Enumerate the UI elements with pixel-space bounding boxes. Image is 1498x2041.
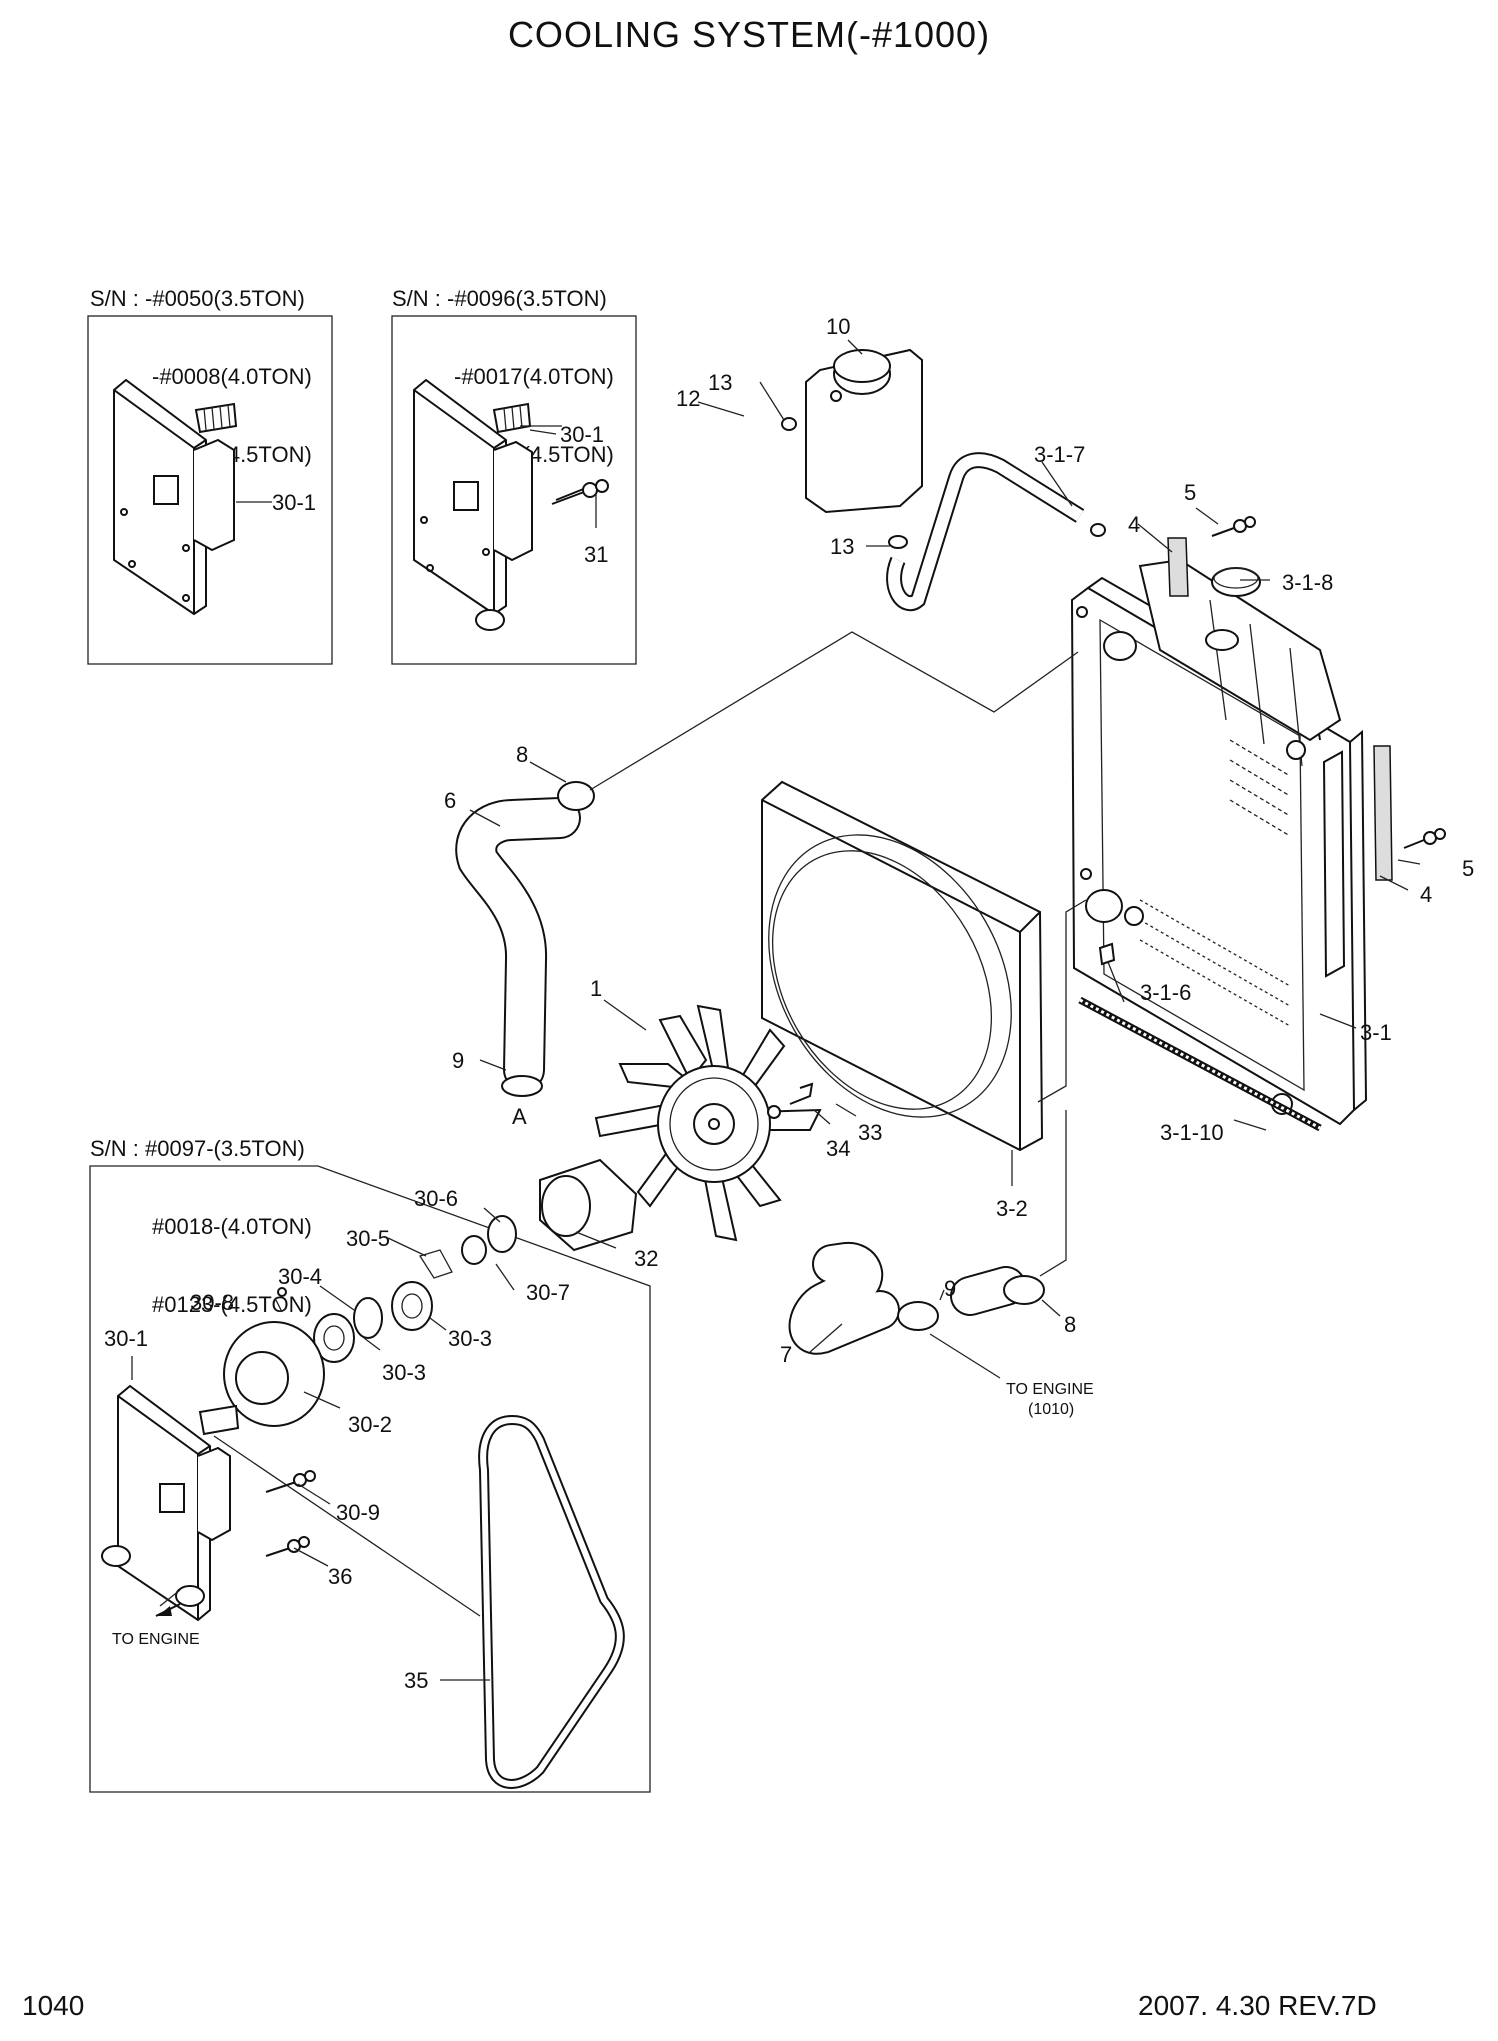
callout-label: 3-1-8: [1282, 570, 1333, 595]
callout-label: 30-1: [560, 422, 604, 447]
page-number: 1040: [22, 1990, 85, 2021]
callout-label: A: [512, 1104, 527, 1129]
callout-label: 30-8: [190, 1290, 234, 1315]
bracket-plate-3: [101, 1384, 316, 1622]
callout-label: 30-2: [348, 1412, 392, 1437]
callout-label: 8: [516, 742, 528, 767]
callout-label: 1: [590, 976, 602, 1001]
callout-label: 9: [452, 1048, 464, 1073]
callout-label: 6: [444, 788, 456, 813]
callout-label: 30-6: [414, 1186, 458, 1211]
callout-label: 5: [1462, 856, 1474, 881]
callout-label: 31: [584, 542, 608, 567]
fan-shroud: [761, 780, 1044, 1152]
callout-label: 3-2: [996, 1196, 1028, 1221]
leader-lines: [131, 339, 1421, 1681]
note-to-engine-1010-ref: (1010): [1028, 1401, 1074, 1418]
hose-clamp-8-upper: [557, 781, 595, 811]
bolt-5-upper: [1211, 516, 1256, 537]
callout-label: 3-1-7: [1034, 442, 1085, 467]
pulley-assembly: [223, 1215, 517, 1427]
callout-label: 3-1-10: [1160, 1120, 1224, 1145]
callout-label: 4: [1128, 512, 1140, 537]
serial-note-line: S/N : -#0096(3.5TON): [392, 286, 607, 311]
cooling-fan: [594, 1004, 822, 1242]
serial-note-line: -#0008(4.0TON): [152, 364, 312, 389]
detail-box-2: [391, 315, 637, 665]
callout-label: 7: [780, 1342, 792, 1367]
bolt-33: [789, 1082, 814, 1105]
serial-note-line: S/N : -#0050(3.5TON): [90, 286, 305, 311]
callout-label: 5: [1184, 480, 1196, 505]
serial-note-line: #0018-(4.0TON): [152, 1214, 312, 1239]
callout-label: 35: [404, 1668, 428, 1693]
hose-clamp-9-lower: [501, 1075, 543, 1097]
callout-label: 33: [858, 1120, 882, 1145]
fan-spacer: [539, 1158, 638, 1252]
callout-label: 3-1: [1360, 1020, 1392, 1045]
note-to-engine-1010: TO ENGINE: [1006, 1381, 1094, 1398]
radiator-bracket-upper: [1167, 537, 1189, 597]
callout-label: 36: [328, 1564, 352, 1589]
part-number-callouts: 10 13 12 13 3-1-7 5 4 3-1-8 30-1 30-1 31…: [104, 314, 1474, 1693]
callout-label: 30-3: [448, 1326, 492, 1351]
page-title: COOLING SYSTEM(-#1000): [507, 14, 991, 55]
callout-label: 32: [634, 1246, 658, 1271]
callout-label: 30-3: [382, 1360, 426, 1385]
hose-clamp-8-right: [1003, 1275, 1045, 1305]
arrow-to-engine: [158, 1606, 172, 1616]
detail-box-3: [89, 1165, 651, 1793]
radiator-bracket-side: [1373, 745, 1393, 881]
callout-label: 13: [830, 534, 854, 559]
callout-label: 9: [944, 1276, 956, 1301]
callout-label: 4: [1420, 882, 1432, 907]
washer-34: [767, 1105, 781, 1119]
serial-note-line: S/N : #0097-(3.5TON): [90, 1136, 305, 1161]
callout-label: 12: [676, 386, 700, 411]
serial-note-line: -#0017(4.0TON): [454, 364, 614, 389]
callout-label: 30-4: [278, 1264, 322, 1289]
callout-label: 13: [708, 370, 732, 395]
serial-note-line: #0123-(4.5TON): [152, 1292, 312, 1317]
bolt-5-side: [1403, 828, 1446, 849]
callout-label: 34: [826, 1136, 850, 1161]
detail-box-1: [87, 315, 333, 665]
callout-label: 30-7: [526, 1280, 570, 1305]
callout-label: 30-1: [104, 1326, 148, 1351]
callout-label: 30-9: [336, 1500, 380, 1525]
bracket-plate-2: [413, 378, 609, 631]
serial-note-box2: S/N : -#0096(3.5TON) -#0017(4.0TON) -#01…: [392, 234, 614, 520]
bracket-plate-1: [113, 378, 238, 616]
drain-plug: [1098, 942, 1116, 966]
callout-label: 30-5: [346, 1226, 390, 1251]
note-to-engine: TO ENGINE: [112, 1631, 200, 1648]
callout-label: 10: [826, 314, 850, 339]
callout-label: 3-1-6: [1140, 980, 1191, 1005]
reference-lines: [159, 631, 1087, 1617]
seal-strip: [1078, 996, 1322, 1132]
hose-clamp-9-right: [897, 1301, 939, 1331]
coolant-reservoir: [805, 348, 923, 549]
serial-note-box3: S/N : #0097-(3.5TON) #0018-(4.0TON) #012…: [90, 1084, 312, 1370]
callout-label: 30-1: [272, 490, 316, 515]
radiator-assembly: [1070, 558, 1368, 1126]
revision-date: 2007. 4.30 REV.7D: [1138, 1990, 1377, 2021]
callout-label: 8: [1064, 1312, 1076, 1337]
